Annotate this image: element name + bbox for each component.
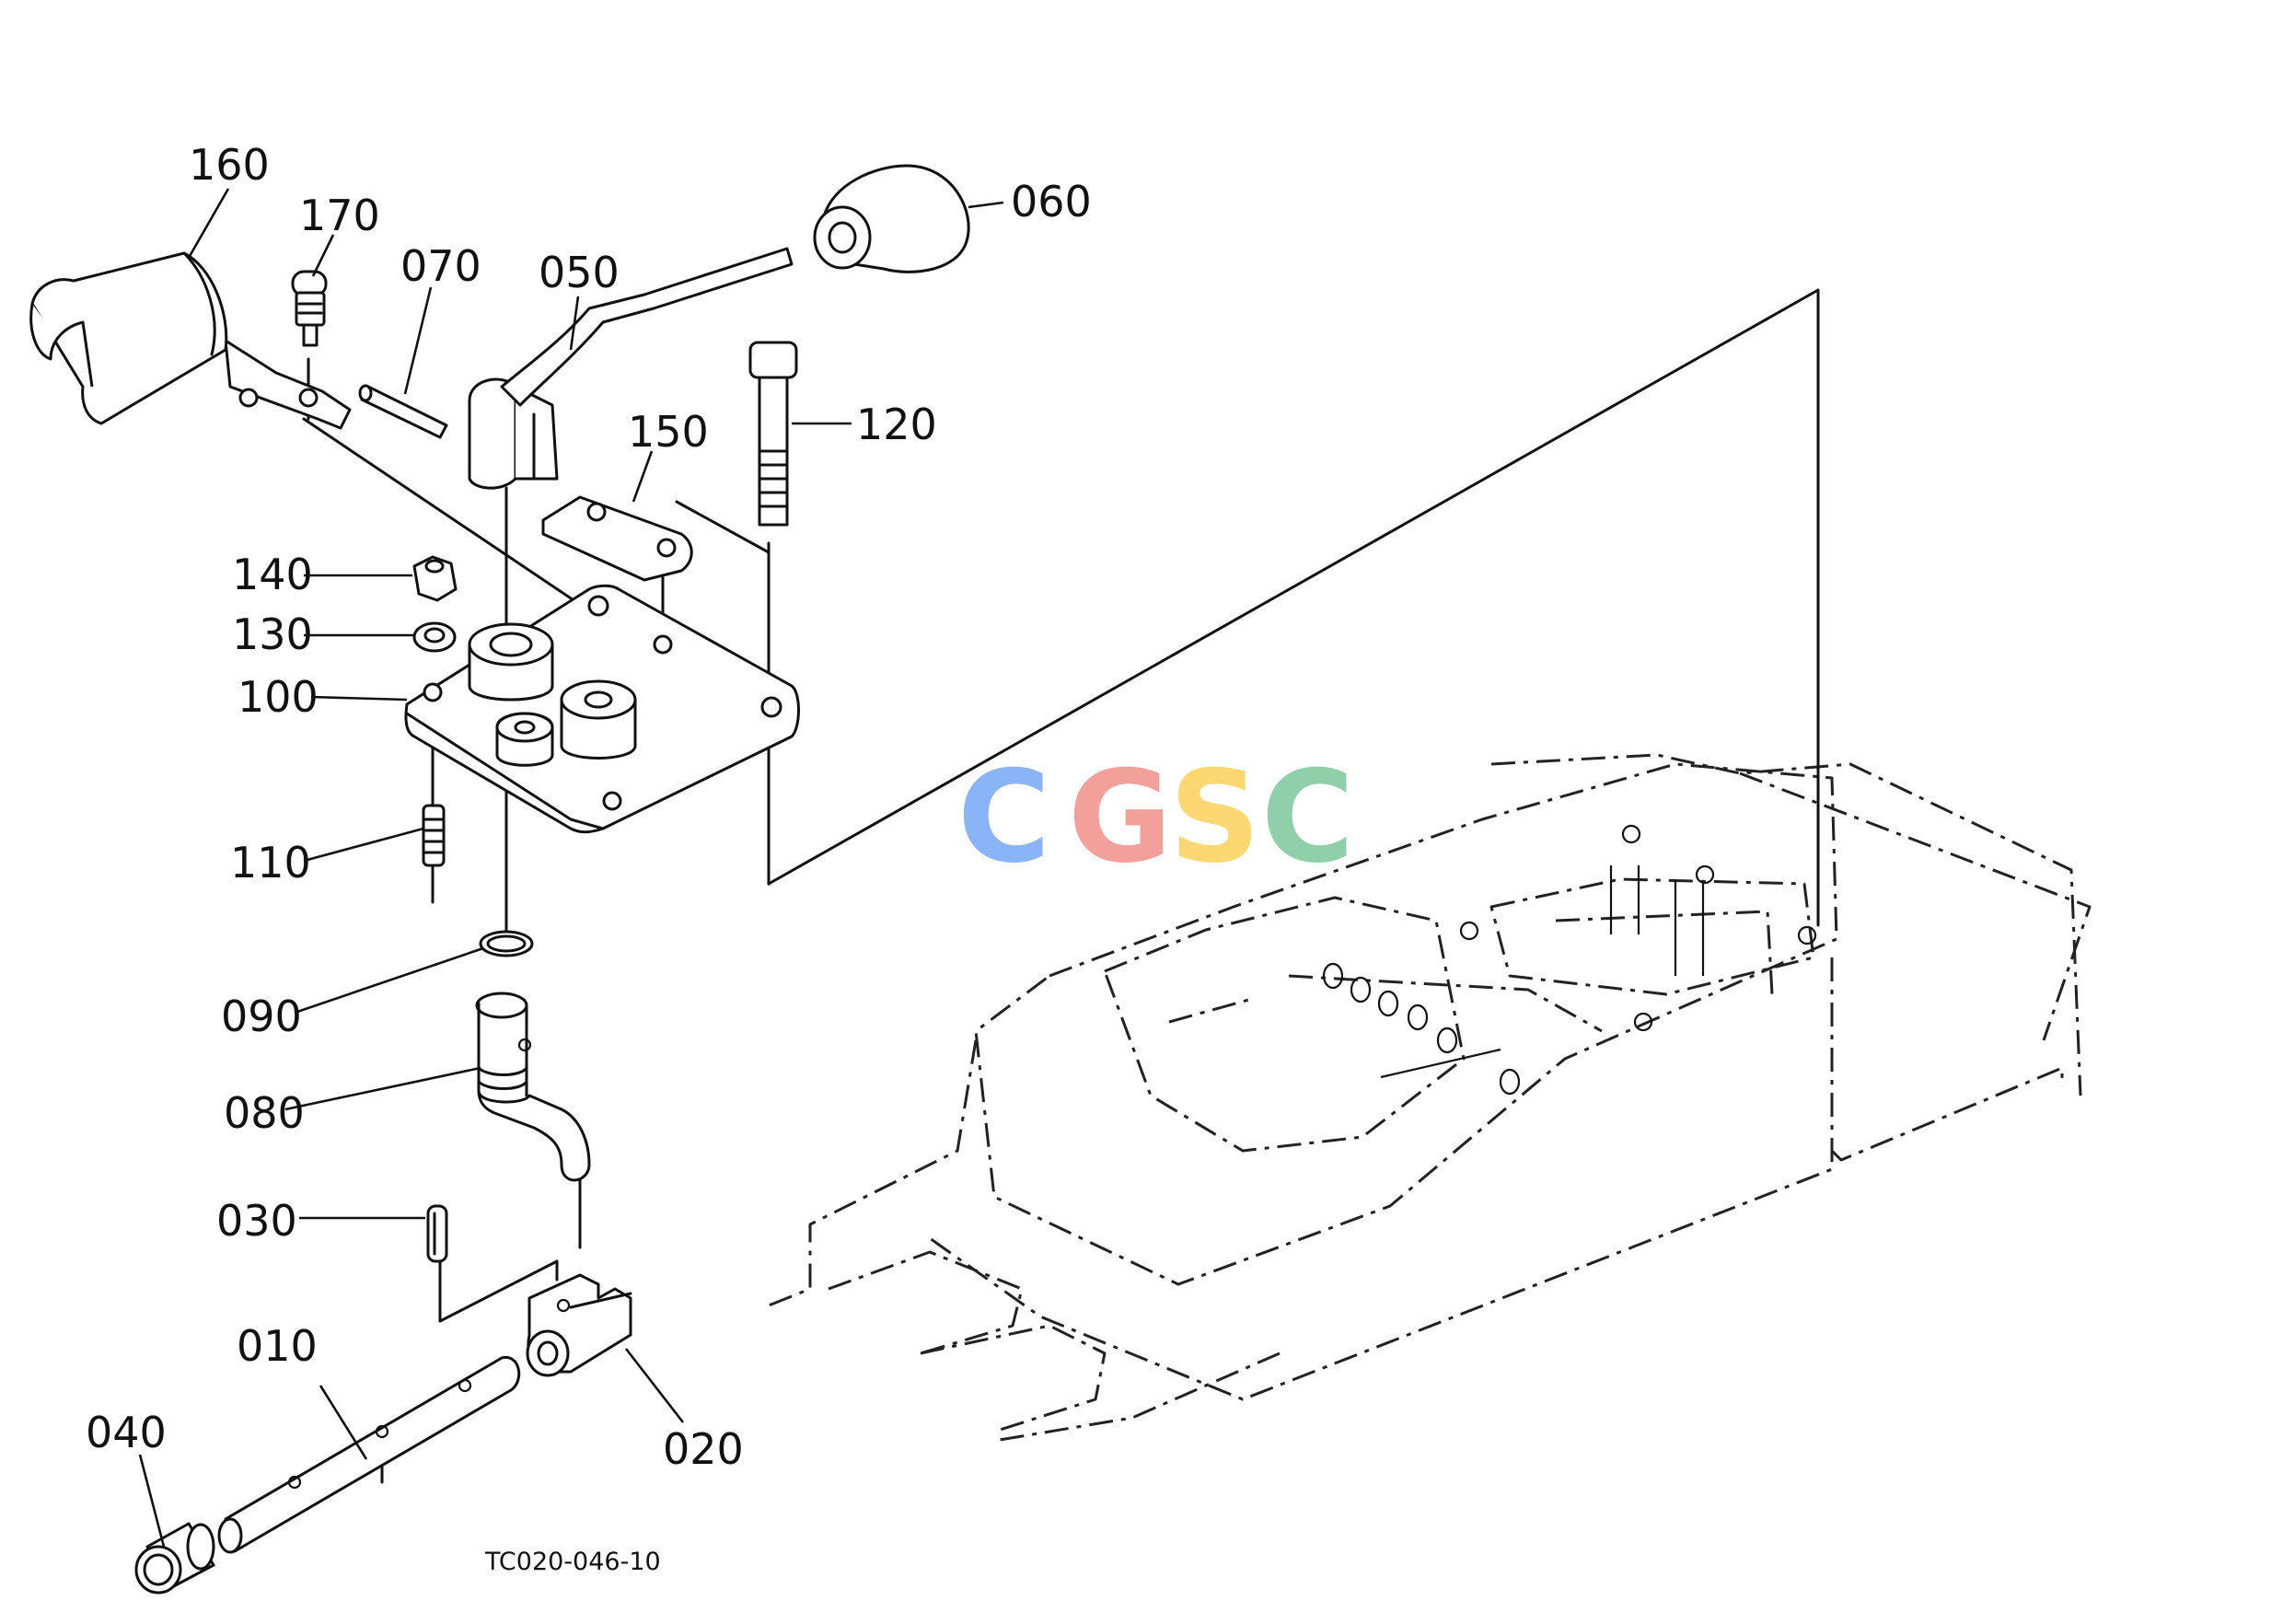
watermark-letter: S (1169, 743, 1260, 891)
watermark-letter: C (957, 743, 1050, 891)
part-160-bracket (29, 251, 352, 430)
callout-090: 090 (221, 992, 302, 1041)
part-010-shift-rod (217, 1356, 521, 1554)
leader-lines (138, 188, 1004, 1548)
callout-050: 050 (539, 248, 620, 297)
part-090-o-ring (479, 930, 534, 957)
callout-040: 040 (86, 1408, 167, 1457)
watermark-letter: C (1261, 743, 1354, 891)
watermark-letter: G (1068, 743, 1172, 891)
part-080-shift-arm (475, 992, 591, 1182)
callout-100: 100 (238, 672, 319, 722)
part-170-grease-nipple (291, 270, 328, 347)
callout-060: 060 (1011, 177, 1092, 226)
callout-120: 120 (856, 400, 937, 449)
part-110-stud (422, 804, 446, 867)
callout-080: 080 (224, 1088, 305, 1138)
callout-labels: 160 170 070 050 060 120 150 140 130 100 … (86, 140, 1092, 1576)
callout-160: 160 (189, 140, 270, 190)
callout-030: 030 (216, 1196, 297, 1246)
watermark-logo: C G S C (957, 743, 1354, 891)
callout-170: 170 (299, 191, 380, 240)
callout-020: 020 (663, 1424, 744, 1474)
part-100-cover-plate (404, 584, 800, 834)
part-040-bushing (134, 1522, 215, 1595)
callout-150: 150 (628, 407, 709, 457)
callout-070: 070 (400, 241, 481, 291)
part-020-shift-fork (526, 1273, 632, 1377)
part-030-spring-pin (426, 1204, 448, 1263)
part-150-gasket-plate (541, 495, 693, 582)
part-130-washer (412, 621, 457, 653)
part-060-knob (813, 164, 970, 273)
callout-010: 010 (237, 1321, 318, 1371)
transmission-housing (763, 753, 2092, 1443)
callout-140: 140 (232, 550, 313, 599)
part-140-nut (412, 555, 458, 602)
part-070-pin (358, 384, 448, 439)
part-050-shift-lever (468, 247, 794, 490)
callout-110: 110 (230, 838, 311, 887)
callout-130: 130 (232, 609, 313, 659)
part-120-bolt (748, 341, 798, 527)
figure-id: TC020-046-10 (484, 1548, 661, 1576)
